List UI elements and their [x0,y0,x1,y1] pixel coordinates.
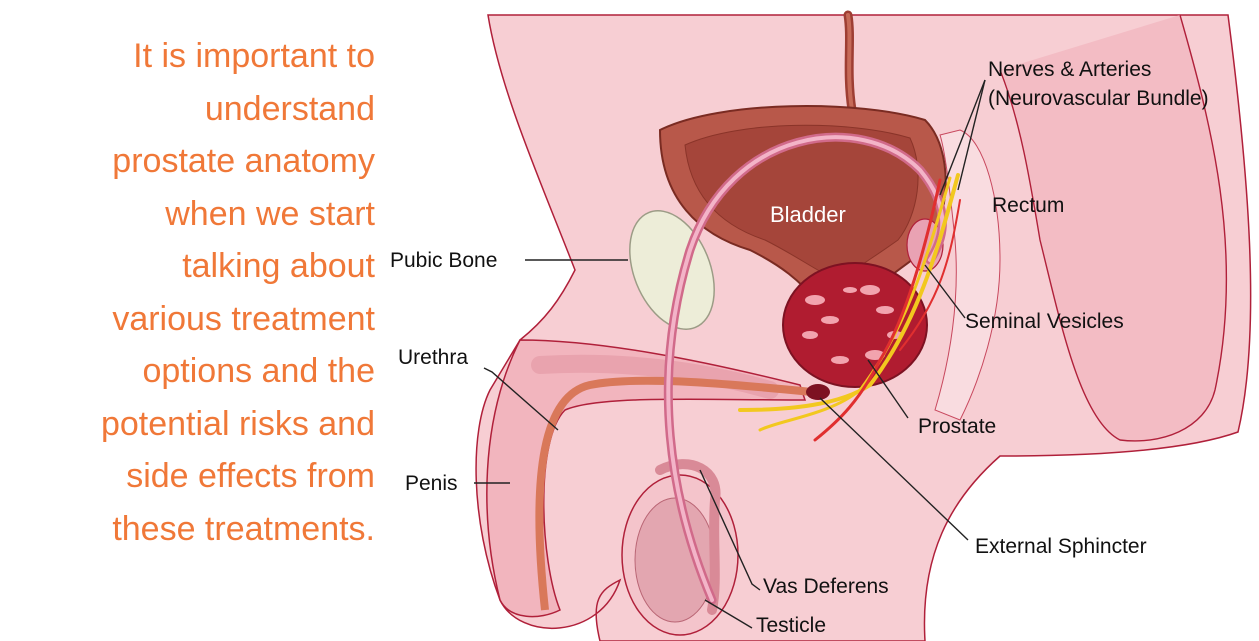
label-prostate: Prostate [918,415,996,438]
label-bladder: Bladder [770,202,846,227]
label-penis: Penis [405,472,458,495]
label-rectum: Rectum [992,194,1064,217]
label-nerves-arteries: Nerves & Arteries [988,58,1151,81]
label-external-sphincter: External Sphincter [975,535,1147,558]
external-sphincter [806,384,830,400]
label-testicle: Testicle [756,614,826,637]
label-pubic-bone: Pubic Bone [390,249,497,272]
label-vas-deferens: Vas Deferens [763,575,889,598]
label-seminal-vesicles: Seminal Vesicles [965,310,1124,333]
label-urethra: Urethra [398,346,468,369]
label-neurovascular-bundle: (Neurovascular Bundle) [988,87,1209,110]
